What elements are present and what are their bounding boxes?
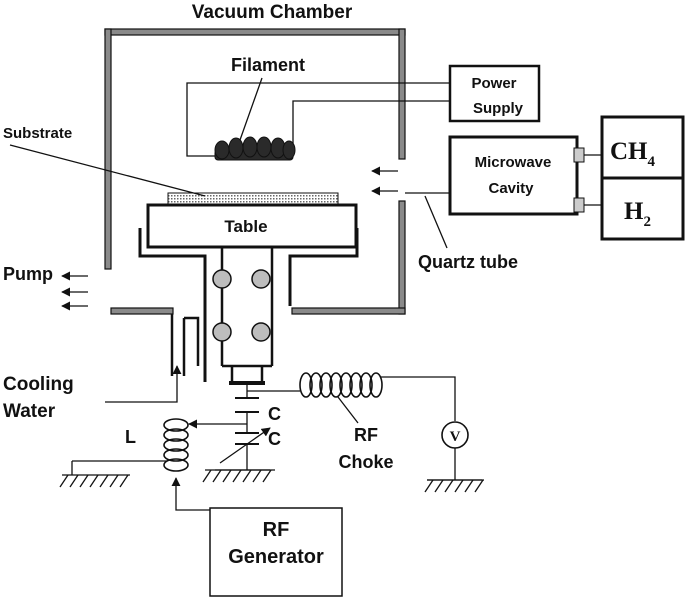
variable-capacitor-arrow xyxy=(219,427,271,464)
capacitor-label-top: C xyxy=(268,404,281,424)
vacuum-chamber-title: Vacuum Chamber xyxy=(192,2,353,23)
cooling-label-2: Water xyxy=(3,401,56,422)
rf-choke-label-2: Choke xyxy=(338,452,393,472)
ground-middle xyxy=(202,469,275,483)
ch4-gas-box: CH4 xyxy=(600,115,685,180)
table-shaft xyxy=(220,247,274,385)
rf-choke-leader xyxy=(337,396,359,424)
power-supply-label-1: Power xyxy=(471,75,516,92)
cooling-arrow xyxy=(105,365,182,403)
chamber-left-wall-upper xyxy=(104,28,112,270)
chamber-right-wall-upper xyxy=(398,28,406,160)
substrate-leader xyxy=(9,144,206,197)
h2-gas-box: H2 xyxy=(600,176,685,241)
rf-generator-feed xyxy=(171,477,210,511)
h2-connector xyxy=(573,197,585,213)
rf-choke-label-1: RF xyxy=(354,425,378,445)
chamber-bottom-wall-right xyxy=(291,307,406,315)
cooling-channel xyxy=(170,314,200,376)
quartz-tube-label: Quartz tube xyxy=(418,252,518,272)
ground-right xyxy=(424,479,484,493)
cooling-label-1: Cooling xyxy=(3,374,74,395)
rf-generator-box: RF Generator xyxy=(209,507,343,597)
chamber-top-wall xyxy=(104,28,406,36)
filament-leader xyxy=(239,77,263,141)
table-housing xyxy=(138,228,359,382)
rf-generator-label-2: Generator xyxy=(228,546,324,568)
microwave-label-1: Microwave xyxy=(475,154,552,171)
rf-generator-label-1: RF xyxy=(263,519,290,541)
pump-arrows xyxy=(61,271,88,311)
chamber-bottom-wall-left xyxy=(110,307,174,315)
voltmeter: V xyxy=(441,421,469,449)
microwave-label-2: Cavity xyxy=(488,180,534,197)
pump-label: Pump xyxy=(3,264,53,284)
ch4-connector xyxy=(573,147,585,163)
capacitor-label-bottom: C xyxy=(268,429,281,449)
microwave-feed-arrows xyxy=(371,166,450,196)
microwave-cavity-box: Microwave Cavity xyxy=(448,135,585,216)
inductor-label: L xyxy=(125,427,136,447)
chamber-right-wall-lower xyxy=(398,200,406,315)
gas-feed-lines xyxy=(584,154,602,206)
ground-left xyxy=(59,461,130,488)
capacitor-top xyxy=(235,397,259,413)
ch4-label: CH4 xyxy=(610,138,656,170)
filament-coil xyxy=(214,136,296,161)
filament-wires xyxy=(186,82,450,157)
quartz-tube-leader xyxy=(424,195,448,249)
voltmeter-label: V xyxy=(450,429,461,445)
power-supply-label-2: Supply xyxy=(473,100,524,117)
table-label: Table xyxy=(224,217,267,236)
substrate xyxy=(167,192,339,205)
power-supply-box: Power Supply xyxy=(448,64,541,123)
rf-choke-coil xyxy=(299,372,383,398)
substrate-label: Substrate xyxy=(3,125,72,142)
inductor-coil xyxy=(163,418,189,472)
shaft-rollers xyxy=(212,269,271,342)
filament-label: Filament xyxy=(231,55,305,75)
h2-label: H2 xyxy=(624,198,651,230)
vacuum-chamber-walls xyxy=(104,28,406,315)
table xyxy=(146,203,358,249)
